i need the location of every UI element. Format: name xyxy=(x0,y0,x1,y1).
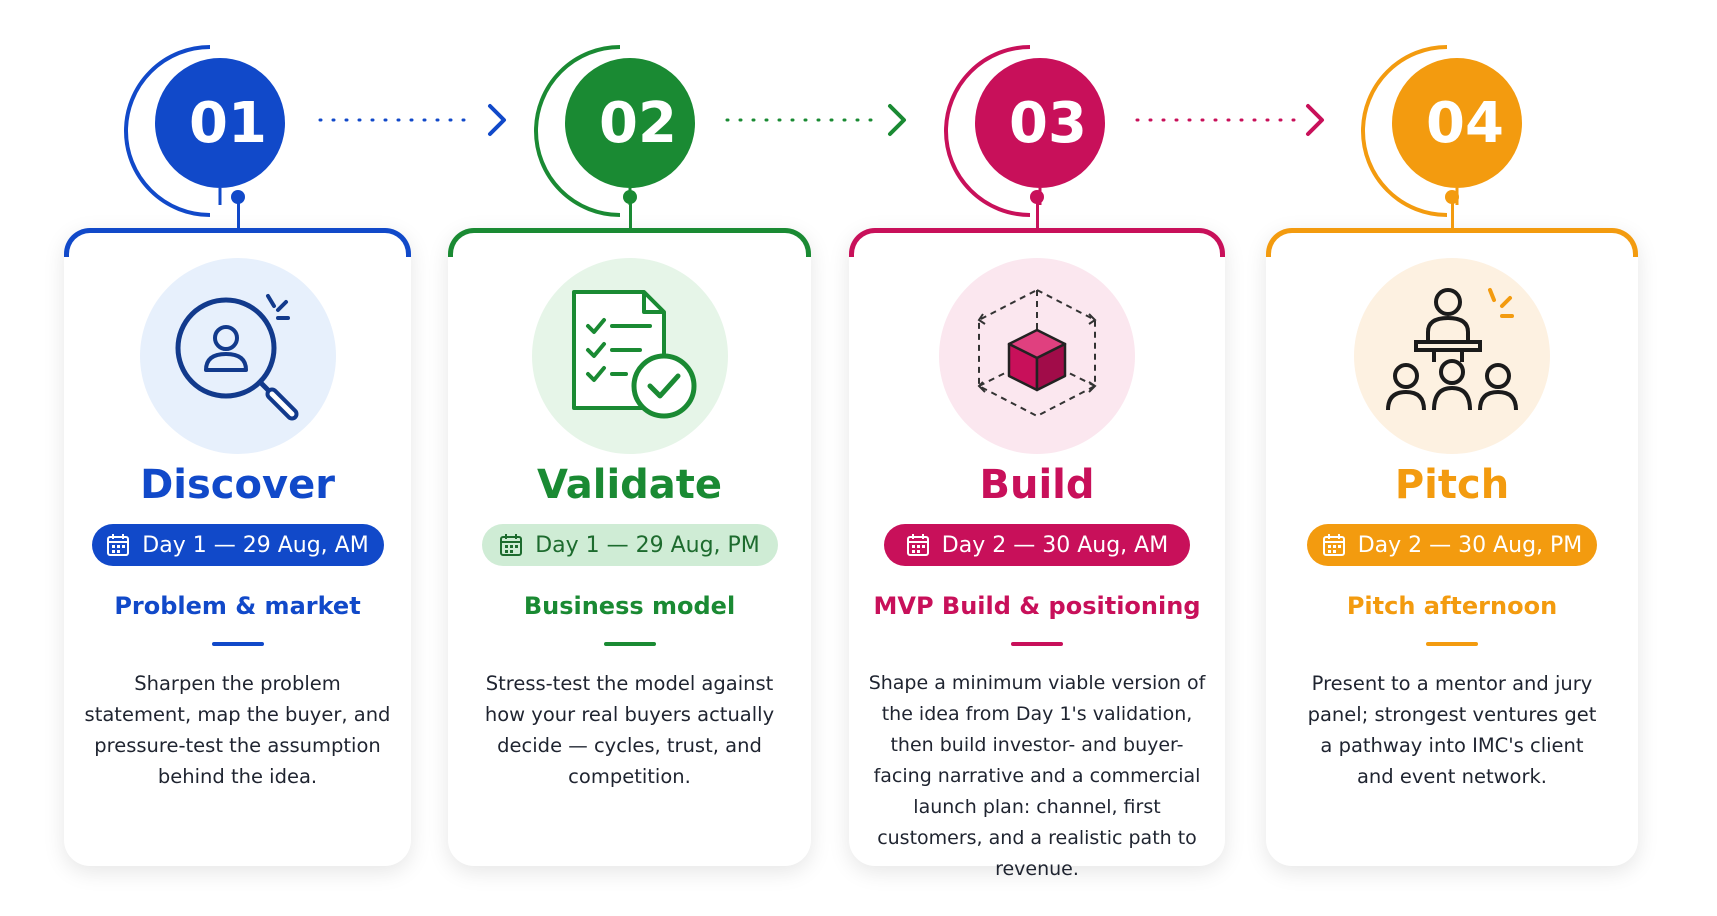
card-connector xyxy=(1036,198,1039,228)
step-description: Present to a mentor and jury panel; stro… xyxy=(1307,672,1597,788)
card-connector-dot xyxy=(1445,190,1459,204)
date-pill: Day 1 — 29 Aug, PM xyxy=(481,524,778,566)
step-description: Shape a minimum viable version of the id… xyxy=(868,672,1206,880)
calendar-icon xyxy=(500,534,523,556)
card-connector-dot xyxy=(622,190,637,204)
date-text: Day 1 — 29 Aug, PM xyxy=(535,532,760,558)
step-title: Validate xyxy=(536,462,723,508)
step-card-pitch: Pitch Day 2 — 30 Aug, PM Pitch afternoon… xyxy=(1266,190,1638,866)
step-card-discover: Discover Day 1 — 29 Aug, AM Problem & ma… xyxy=(64,190,411,866)
step-number: 02 xyxy=(599,91,677,156)
step-subtitle: MVP Build & positioning xyxy=(873,592,1201,620)
step-subtitle: Problem & market xyxy=(114,592,361,620)
step-title: Discover xyxy=(140,462,335,508)
step-badge-2: 02 xyxy=(534,45,700,217)
search-user-icon xyxy=(139,258,336,454)
accent-divider xyxy=(1011,642,1063,646)
dotted-arrow-1-2 xyxy=(318,104,506,136)
step-title: Build xyxy=(979,462,1095,508)
card-connector-dot xyxy=(1030,190,1044,204)
calendar-icon xyxy=(906,534,929,556)
step-badge-3: 03 xyxy=(944,45,1110,217)
date-text: Day 1 — 29 Aug, AM xyxy=(142,532,369,558)
card-top-border xyxy=(64,228,411,257)
step-description: Stress-test the model against how your r… xyxy=(484,672,775,788)
step-subtitle: Business model xyxy=(523,592,736,620)
card-connector xyxy=(628,198,632,228)
card-connector-dot xyxy=(230,190,245,204)
date-pill: Day 2 — 30 Aug, PM xyxy=(1307,524,1597,566)
step-number: 04 xyxy=(1426,91,1504,156)
date-text: Day 2 — 30 Aug, AM xyxy=(941,532,1169,558)
step-title: Pitch xyxy=(1394,462,1510,508)
card-top-border xyxy=(1266,228,1638,257)
step-badge-4: 04 xyxy=(1361,45,1527,217)
card-top-border xyxy=(849,228,1225,257)
dotted-arrow-3-4 xyxy=(1135,104,1324,136)
step-card-build: Build Day 2 — 30 Aug, AM MVP Build & pos… xyxy=(849,190,1225,880)
badge-ring-4 xyxy=(1361,45,1522,217)
presenter-audience-icon xyxy=(1354,258,1550,454)
calendar-icon xyxy=(107,534,130,556)
badge-ring-1 xyxy=(124,45,285,217)
cube-icon xyxy=(939,258,1135,454)
checklist-icon xyxy=(531,258,728,454)
dotted-arrow-2-3 xyxy=(725,104,906,136)
card-connector xyxy=(1451,198,1454,228)
card-connector xyxy=(236,198,240,228)
step-description: Sharpen the problem statement, map the b… xyxy=(84,672,391,788)
step-badge-1: 01 xyxy=(124,45,290,217)
accent-divider xyxy=(1426,642,1478,646)
card-top-border xyxy=(448,228,811,257)
date-pill: Day 1 — 29 Aug, AM xyxy=(91,524,384,566)
step-number: 01 xyxy=(189,91,267,156)
step-number: 03 xyxy=(1009,91,1087,156)
step-subtitle: Pitch afternoon xyxy=(1346,592,1558,620)
accent-divider xyxy=(603,642,656,646)
accent-divider xyxy=(211,642,264,646)
calendar-icon xyxy=(1322,534,1345,556)
date-pill: Day 2 — 30 Aug, AM xyxy=(884,524,1190,566)
date-text: Day 2 — 30 Aug, PM xyxy=(1357,532,1583,558)
step-card-validate: Validate Day 1 — 29 Aug, PM Business mod… xyxy=(448,190,811,866)
